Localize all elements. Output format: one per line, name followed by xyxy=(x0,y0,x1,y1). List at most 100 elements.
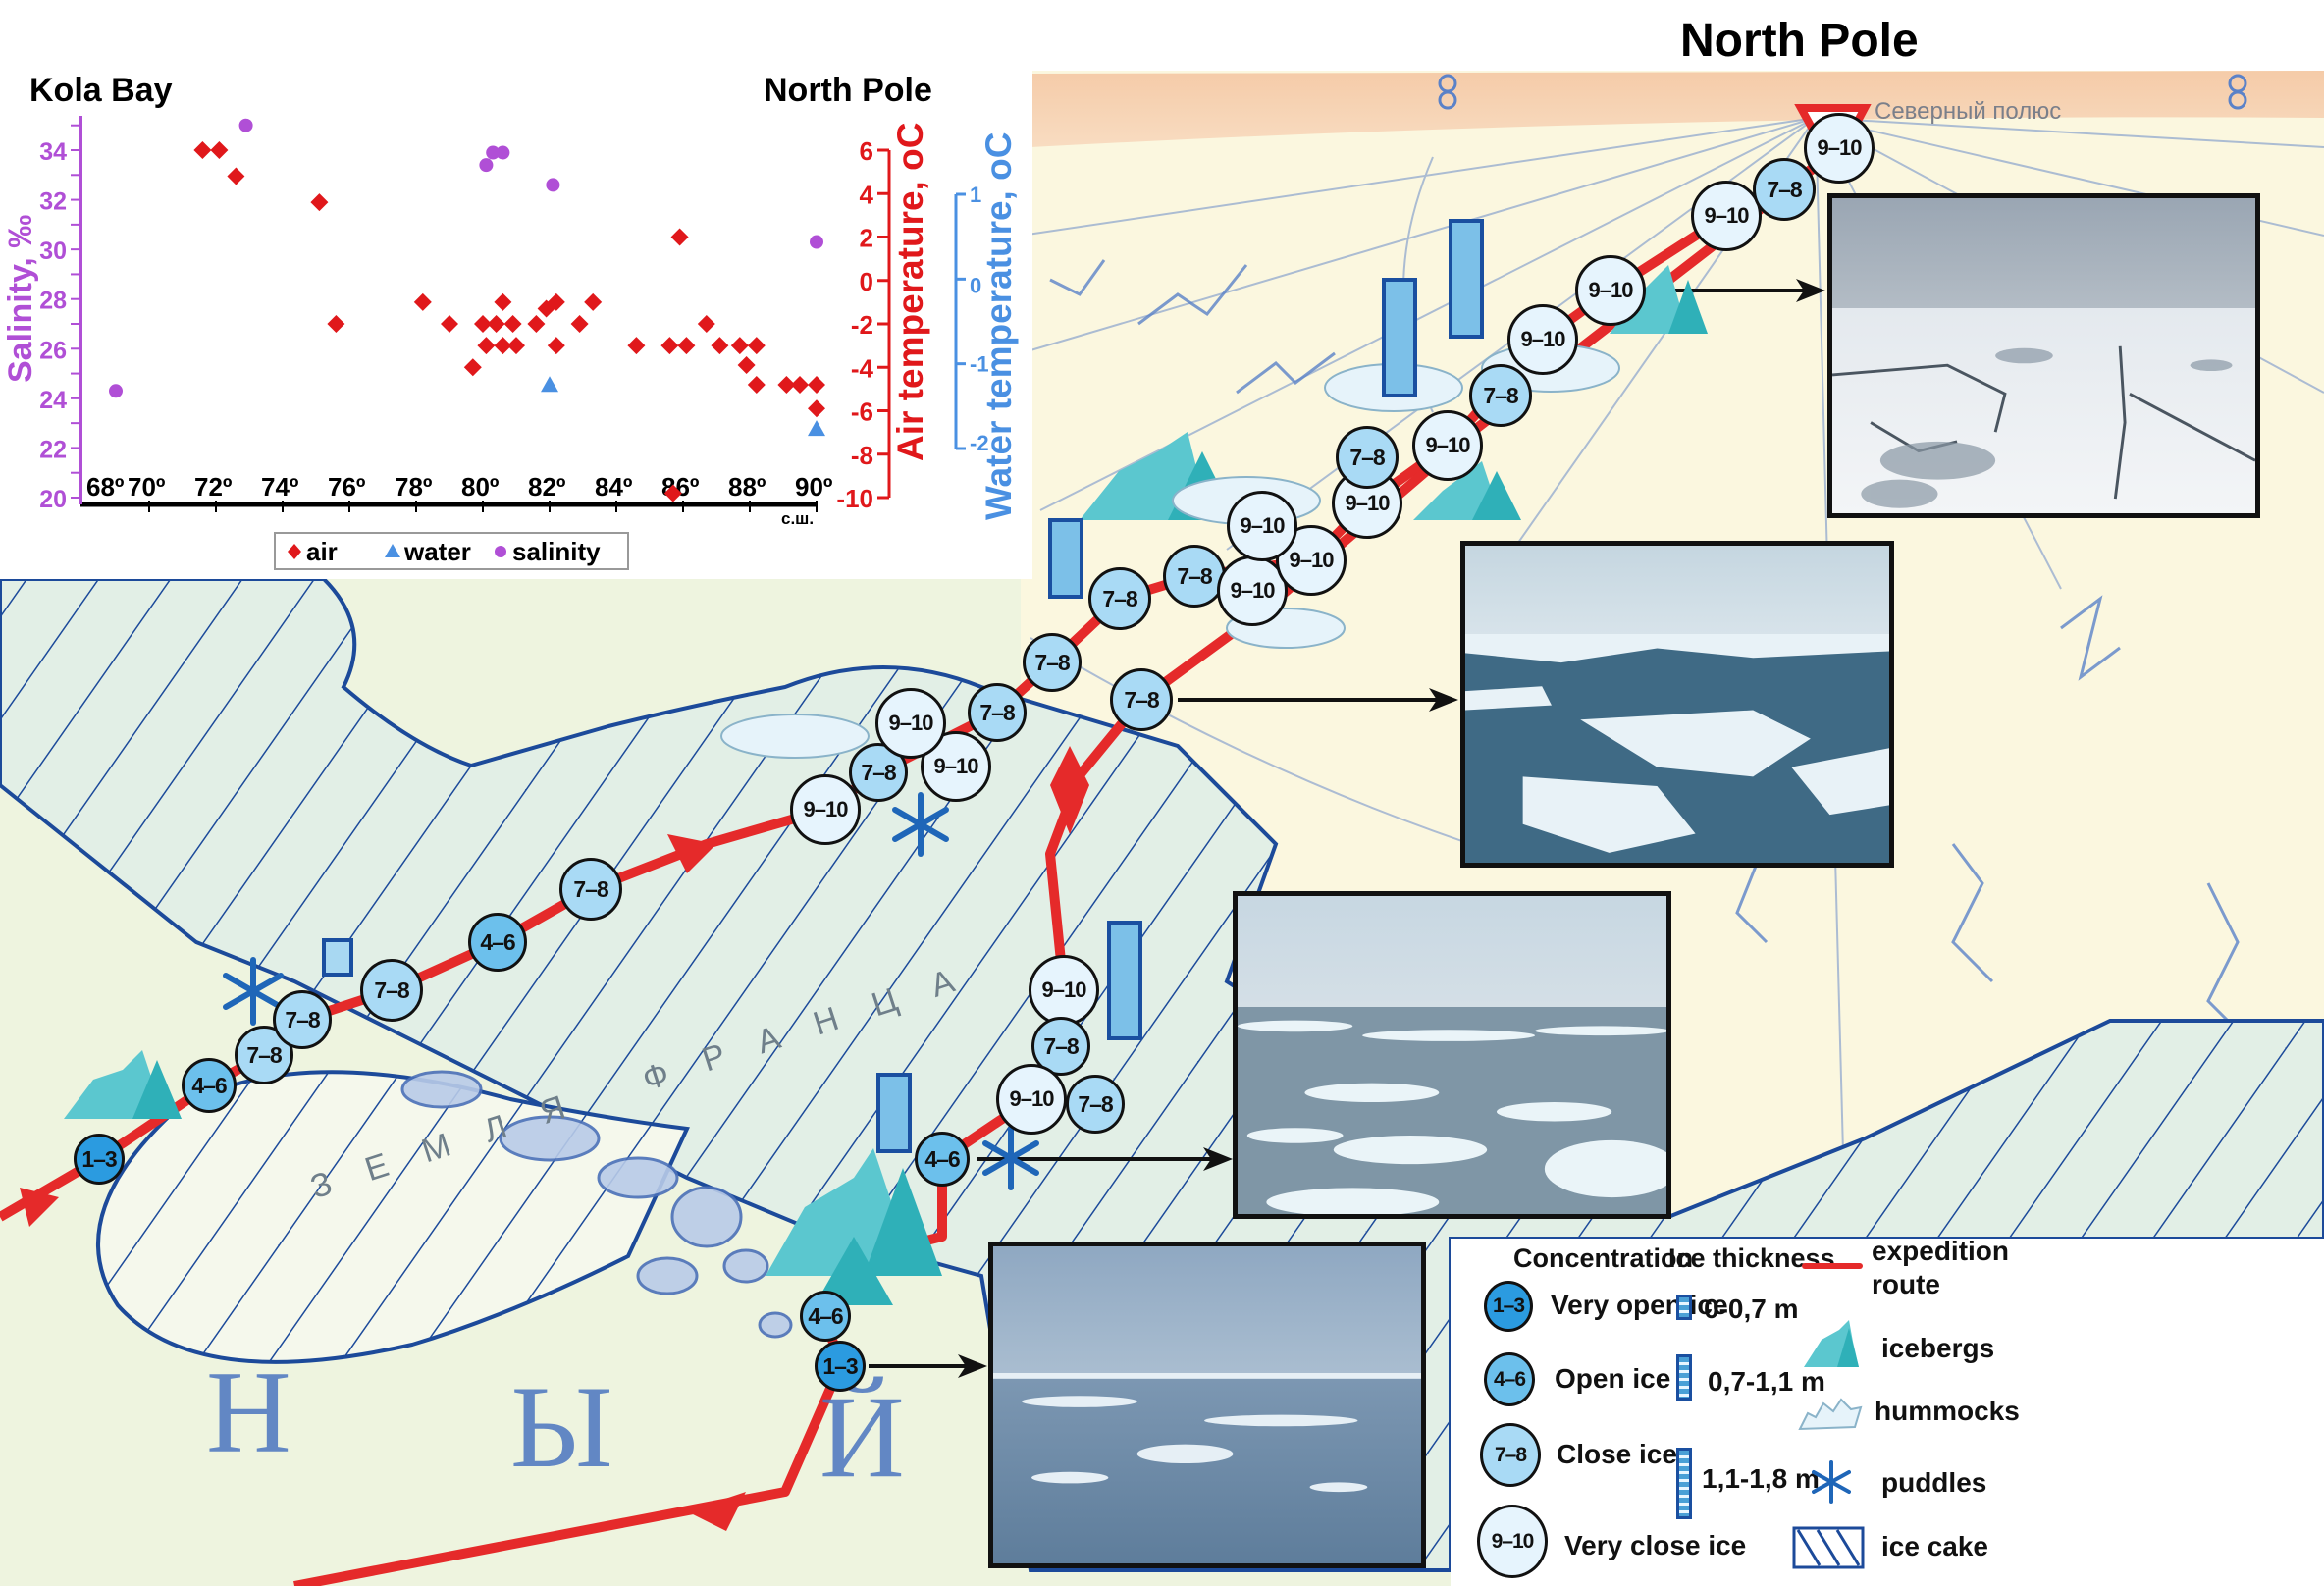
concentration-marker-c910: 9–10 xyxy=(1029,955,1099,1026)
concentration-marker-c910: 9–10 xyxy=(996,1064,1067,1135)
x-tick-label: 84º xyxy=(595,472,633,502)
map-title: North Pole xyxy=(1680,15,1919,67)
chart-panel xyxy=(0,0,1032,579)
x-tick-label: 72º xyxy=(194,472,233,502)
air-tick-label: -6 xyxy=(851,397,873,427)
legend-badge-close: 7–8 xyxy=(1480,1423,1541,1487)
chart-title-right: North Pole xyxy=(764,72,932,109)
puddles-snowflake-icon xyxy=(1812,1460,1851,1504)
water-point xyxy=(541,376,558,393)
air-point xyxy=(737,356,756,375)
x-tick-label: 68º xyxy=(86,472,125,502)
legend-marker-water xyxy=(385,544,400,557)
air-point xyxy=(747,337,766,355)
air-point xyxy=(477,337,496,355)
air-point xyxy=(227,167,245,185)
x-tick-label: 78º xyxy=(395,472,433,502)
concentration-marker-c910: 9–10 xyxy=(875,688,946,759)
salinity-point xyxy=(486,145,501,160)
pole-band xyxy=(1030,71,2324,147)
photo-very-open-ice[interactable] xyxy=(988,1242,1426,1568)
arrowhead xyxy=(1796,279,1825,302)
air-tick-label: -4 xyxy=(851,353,874,383)
salinity-tick-label: 22 xyxy=(39,436,67,463)
concentration-marker-c910: 9–10 xyxy=(1332,468,1402,539)
x-tick-label: 80º xyxy=(461,472,500,502)
air-tick-label: 2 xyxy=(860,224,873,253)
air-point xyxy=(547,292,565,311)
air-point xyxy=(547,337,565,355)
air-axis-title: Air temperature, oC xyxy=(890,123,930,461)
concentration-marker-c910: 9–10 xyxy=(1575,255,1646,326)
photo-ice-field xyxy=(1832,308,2255,513)
concentration-marker-c46: 4–6 xyxy=(182,1058,237,1113)
salinity-tick-label: 20 xyxy=(39,486,67,513)
concentration-marker-c78: 7–8 xyxy=(1753,158,1816,221)
legend-label-very-open: Very open ice xyxy=(1551,1290,1728,1320)
arrowhead xyxy=(958,1354,987,1378)
concentration-marker-c910: 9–10 xyxy=(1507,304,1578,375)
hummocks-icon xyxy=(1798,1398,1863,1431)
salinity-tick-label: 28 xyxy=(39,288,67,315)
air-point xyxy=(584,292,603,311)
photo-very-close-ice-north-pole[interactable] xyxy=(1827,193,2260,518)
air-point xyxy=(663,484,682,502)
photo-close-ice[interactable] xyxy=(1460,541,1894,868)
salinity-tick-label: 24 xyxy=(39,387,67,414)
photo-open-ice[interactable] xyxy=(1233,891,1671,1219)
legend-route-line1: expedition xyxy=(1872,1236,2010,1266)
thickness-icon-thick xyxy=(1676,1448,1692,1519)
thickness-icon-thin xyxy=(1676,1295,1692,1320)
x-axis-label: с.ш. xyxy=(781,509,814,528)
concentration-marker-c78: 7–8 xyxy=(968,683,1027,742)
thickness-icon-medium xyxy=(1676,1354,1692,1401)
title-strip xyxy=(1032,0,2324,71)
legend-thickness-title: Ice thickness xyxy=(1668,1243,1835,1273)
salinity-point xyxy=(546,178,560,192)
concentration-marker-c78: 7–8 xyxy=(1088,567,1151,630)
air-point xyxy=(660,337,679,355)
legend-label-water: water xyxy=(403,537,471,566)
concentration-marker-c78: 7–8 xyxy=(1023,633,1082,692)
concentration-marker-c46: 4–6 xyxy=(915,1132,970,1187)
salinity-point xyxy=(109,384,123,398)
legend-concentration-title: Concentration xyxy=(1513,1243,1694,1273)
concentration-marker-c78: 7–8 xyxy=(360,959,423,1022)
legend-label-salinity: salinity xyxy=(512,537,601,566)
water-tick-label: -2 xyxy=(970,431,989,455)
map-label-letter: Й xyxy=(819,1371,905,1502)
pole-label-ru: Северный полюс xyxy=(1875,98,2062,125)
concentration-marker-c910: 9–10 xyxy=(790,774,861,845)
air-point xyxy=(527,315,546,333)
air-point xyxy=(808,375,825,394)
concentration-marker-c13: 1–3 xyxy=(815,1341,866,1392)
salinity-tick-label: 32 xyxy=(39,188,67,216)
chart-title-left: Kola Bay xyxy=(29,72,173,109)
x-tick-label: 70º xyxy=(128,472,166,502)
air-point xyxy=(193,141,212,159)
concentration-marker-c46: 4–6 xyxy=(468,913,527,972)
concentration-marker-c910: 9–10 xyxy=(921,731,991,802)
legend-badge-very-close: 9–10 xyxy=(1477,1505,1548,1578)
air-point xyxy=(730,337,749,355)
air-point xyxy=(413,292,432,311)
legend-panel xyxy=(1451,1239,2324,1586)
x-tick-label: 74º xyxy=(261,472,299,502)
air-point xyxy=(677,337,696,355)
air-point xyxy=(494,292,512,311)
air-point xyxy=(791,375,809,394)
air-point xyxy=(697,315,715,333)
salinity-tick-label: 26 xyxy=(39,337,67,364)
concentration-marker-c910: 9–10 xyxy=(1412,410,1483,481)
legend-badge-very-open: 1–3 xyxy=(1484,1281,1533,1332)
meridian-88-marks xyxy=(1438,74,2247,110)
salinity-point xyxy=(810,235,823,249)
iceberg-icon xyxy=(1804,1320,1859,1367)
air-point xyxy=(570,315,589,333)
salinity-point xyxy=(479,158,494,173)
salinity-tick-label: 34 xyxy=(39,138,67,166)
legend-thickness-3: 1,1-1,8 m xyxy=(1702,1463,1820,1494)
puddle-icons xyxy=(223,792,1039,1190)
legend-thickness-2: 0,7-1,1 m xyxy=(1708,1366,1825,1397)
